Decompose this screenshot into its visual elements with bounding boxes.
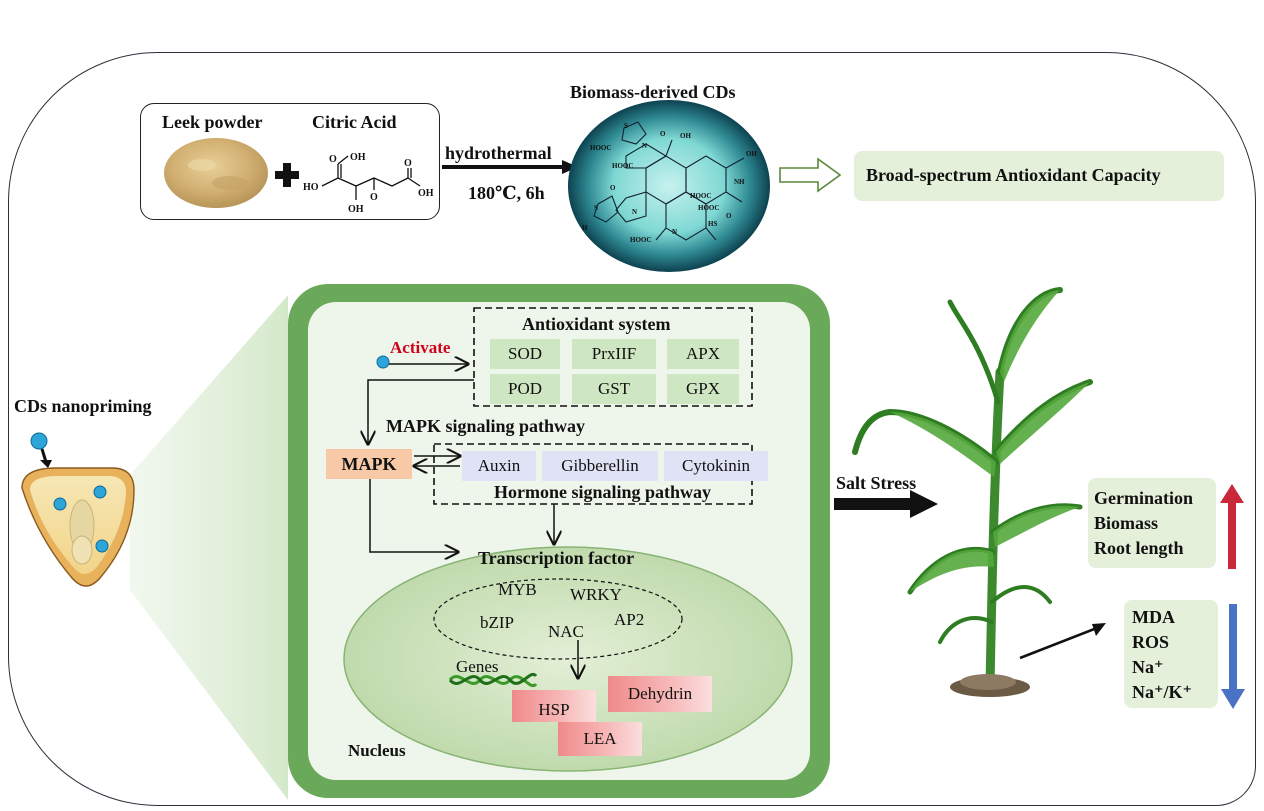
dec-ros: ROS: [1132, 632, 1170, 652]
cd-label-4: HOOC: [698, 204, 719, 212]
nucleus-label: Nucleus: [348, 741, 406, 760]
dna-icon: [448, 672, 538, 688]
genes-label: Genes: [456, 657, 499, 676]
hormone-auxin: Auxin: [462, 451, 536, 481]
inc-biomass: Biomass: [1094, 513, 1159, 533]
citric-o3: O: [404, 158, 412, 169]
activate-label: Activate: [390, 338, 451, 357]
cd-label-11: N: [672, 228, 677, 236]
citric-oh-top: OH: [350, 152, 366, 163]
cd-label-8: HS: [708, 220, 717, 228]
cd-label-12: S: [624, 122, 628, 130]
cd-label-14: O: [660, 130, 666, 138]
result-arrow: [779, 157, 842, 193]
enzyme-gst: GST: [572, 374, 656, 404]
enzyme-pod: POD: [490, 374, 560, 404]
inc-root-length: Root length: [1094, 538, 1184, 558]
mapk-box: [326, 449, 412, 479]
cd-label-5: OH: [680, 132, 691, 140]
hormone-pathway-label: Hormone signaling pathway: [494, 482, 712, 502]
precursor-box: [140, 103, 440, 220]
citric-o2: O: [370, 192, 378, 203]
up-arrow-icon: [1220, 484, 1244, 569]
enzyme-sod: SOD: [490, 339, 560, 369]
nanopriming-label: CDs nanopriming: [14, 396, 152, 416]
hormone-gibberellin: Gibberellin: [542, 451, 658, 481]
cell-connectors: [288, 307, 753, 688]
cd-label-9: N: [642, 142, 647, 150]
dec-mda: MDA: [1132, 607, 1175, 627]
tf-wrky: WRKY: [570, 585, 622, 604]
cd-label-17: H: [582, 224, 588, 232]
tf-title: Transcription factor: [478, 548, 635, 568]
cd-label-13: S: [594, 204, 598, 212]
process-label: hydrothermal: [445, 143, 552, 163]
citric-acid-structure: O OH HO OH O O OH: [303, 152, 434, 215]
cd-label-10: N: [632, 208, 637, 216]
tf-nac: NAC: [548, 622, 584, 641]
antioxidant-title: Antioxidant system: [522, 314, 671, 334]
carbon-dot-image: HOOC HOOC HOOC HOOC HOOC OH OH NH HS N N…: [568, 100, 770, 272]
mapk-label: MAPK: [341, 454, 397, 474]
seed-image: [21, 432, 135, 587]
result-box: [854, 151, 1224, 201]
enzyme-apx: APX: [667, 339, 739, 369]
down-arrow-icon: [1221, 604, 1245, 709]
hormone-cytokinin: Cytokinin: [664, 451, 768, 481]
enzyme-prxiif: PrxIIF: [572, 339, 656, 369]
citric-acid-label: Citric Acid: [312, 112, 397, 132]
salt-stress-label: Salt Stress: [836, 473, 917, 493]
cd-label-15: O: [610, 184, 616, 192]
cds-title: Biomass-derived CDs: [570, 82, 736, 102]
leek-powder-image: [164, 138, 268, 208]
dec-na-k: Na⁺/K⁺: [1132, 682, 1193, 702]
plus-icon: [275, 163, 299, 187]
citric-oh-right: OH: [418, 188, 434, 199]
cd-label-1: HOOC: [612, 162, 633, 170]
plant-to-metrics-arrow: [1019, 623, 1106, 660]
leek-powder-label: Leek powder: [162, 112, 263, 132]
increased-box: [1088, 478, 1216, 568]
tf-bzip: bZIP: [480, 613, 514, 632]
decreased-box: [1124, 600, 1218, 708]
enzyme-gpx: GPX: [667, 374, 739, 404]
tf-ap2: AP2: [614, 610, 645, 629]
tf-myb: MYB: [498, 580, 537, 599]
dec-na: Na⁺: [1132, 657, 1164, 677]
gene-lea: LEA: [558, 722, 642, 756]
cd-label-0: HOOC: [590, 144, 611, 152]
citric-oh-bottom: OH: [348, 204, 364, 215]
cd-label-6: OH: [746, 150, 757, 158]
cd-label-7: NH: [734, 178, 745, 186]
conditions-label: 180℃, 6h: [468, 183, 545, 203]
outer-frame: [8, 52, 1256, 806]
nucleus: [343, 546, 793, 772]
gene-hsp: HSP: [512, 690, 596, 722]
cd-label-2: HOOC: [690, 192, 711, 200]
gene-dehydrin: Dehydrin: [608, 676, 712, 712]
maize-plant-image: [852, 287, 1093, 697]
mapk-pathway-label: MAPK signaling pathway: [386, 416, 586, 436]
salt-stress-arrow: [834, 490, 938, 518]
citric-ho-left: HO: [303, 182, 319, 193]
citric-o1: O: [329, 154, 337, 165]
result-label: Broad-spectrum Antioxidant Capacity: [866, 165, 1161, 185]
inc-germination: Germination: [1094, 488, 1193, 508]
cd-label-16: O: [726, 212, 732, 220]
cd-label-3: HOOC: [630, 236, 651, 244]
hydrothermal-arrow: [442, 160, 578, 174]
